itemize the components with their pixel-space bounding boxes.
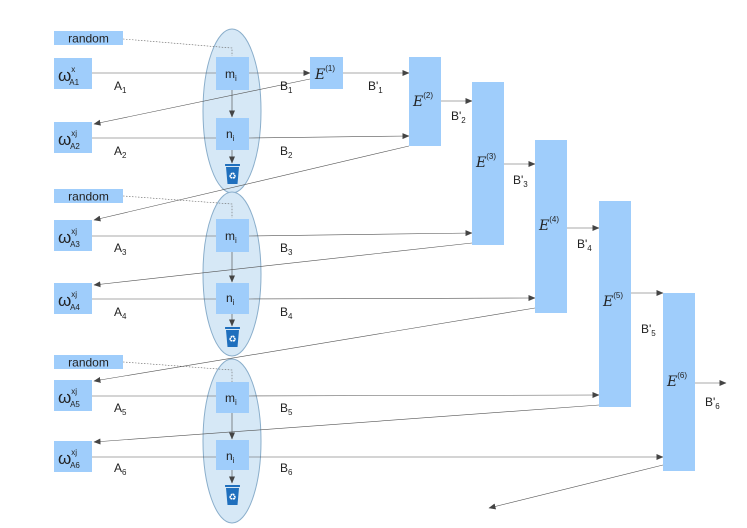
random-box-2: random xyxy=(54,189,123,204)
svg-text:E(4): E(4) xyxy=(538,215,559,234)
b-label-6: B6 xyxy=(280,461,293,477)
a-label-3: A3 xyxy=(114,241,127,257)
b-prime-label-2: B'2 xyxy=(451,109,466,125)
random-label-1: random xyxy=(68,32,109,46)
svg-text:E(6): E(6) xyxy=(666,371,687,390)
svg-text:mi: mi xyxy=(225,229,237,245)
random-label-3: random xyxy=(68,356,109,370)
n-node-1: ni xyxy=(216,118,249,150)
m-node-3: mi xyxy=(216,382,249,413)
m-node-2: mi xyxy=(216,219,249,252)
a-label-1: A1 xyxy=(114,79,127,95)
svg-text:♻: ♻ xyxy=(228,334,236,344)
svg-text:ni: ni xyxy=(226,291,235,307)
encoder-5: E(5) xyxy=(599,201,631,407)
svg-text:♻: ♻ xyxy=(228,492,236,502)
encoder-2: E(2) xyxy=(409,57,441,146)
svg-text:E(3): E(3) xyxy=(475,152,496,171)
svg-text:E(1): E(1) xyxy=(314,64,335,83)
b-prime-label-3: B'3 xyxy=(513,173,528,189)
random-box-1: random xyxy=(54,31,123,46)
n-node-2: ni xyxy=(216,283,249,314)
svg-text:ni: ni xyxy=(226,127,235,143)
random-label-2: random xyxy=(68,190,109,204)
recycle-bin-icon: ♻ xyxy=(225,485,240,505)
b-label-3: B3 xyxy=(280,241,293,257)
b-label-2: B2 xyxy=(280,144,293,160)
encoder-3: E(3) xyxy=(472,82,504,245)
b-prime-label-5: B'5 xyxy=(641,322,656,338)
connectors xyxy=(92,38,727,510)
b-label-5: B5 xyxy=(280,401,293,417)
random-box-3: random xyxy=(54,355,123,370)
a-label-2: A2 xyxy=(114,144,127,160)
svg-text:E(5): E(5) xyxy=(602,291,623,310)
encoder-1: E(1) xyxy=(310,57,343,89)
b-label-1: B1 xyxy=(280,79,293,95)
svg-text:mi: mi xyxy=(225,391,237,407)
a-label-6: A6 xyxy=(114,461,127,477)
encoder-6: E(6) xyxy=(663,293,695,471)
b-prime-label-6: B'6 xyxy=(705,395,720,411)
a-label-4: A4 xyxy=(114,305,127,321)
svg-text:E(2): E(2) xyxy=(412,91,433,110)
svg-text:ni: ni xyxy=(226,449,235,465)
b-prime-label-1: B'1 xyxy=(368,79,383,95)
encoder-4: E(4) xyxy=(535,140,567,313)
n-node-3: ni xyxy=(216,440,249,470)
svg-text:mi: mi xyxy=(225,67,237,83)
a-label-5: A5 xyxy=(114,401,127,417)
recycle-bin-icon: ♻ xyxy=(225,327,240,347)
b-prime-label-4: B'4 xyxy=(577,237,592,253)
recycle-bin-icon: ♻ xyxy=(225,164,240,184)
svg-text:♻: ♻ xyxy=(228,171,236,181)
m-node-1: mi xyxy=(216,57,249,90)
b-label-4: B4 xyxy=(280,305,293,321)
